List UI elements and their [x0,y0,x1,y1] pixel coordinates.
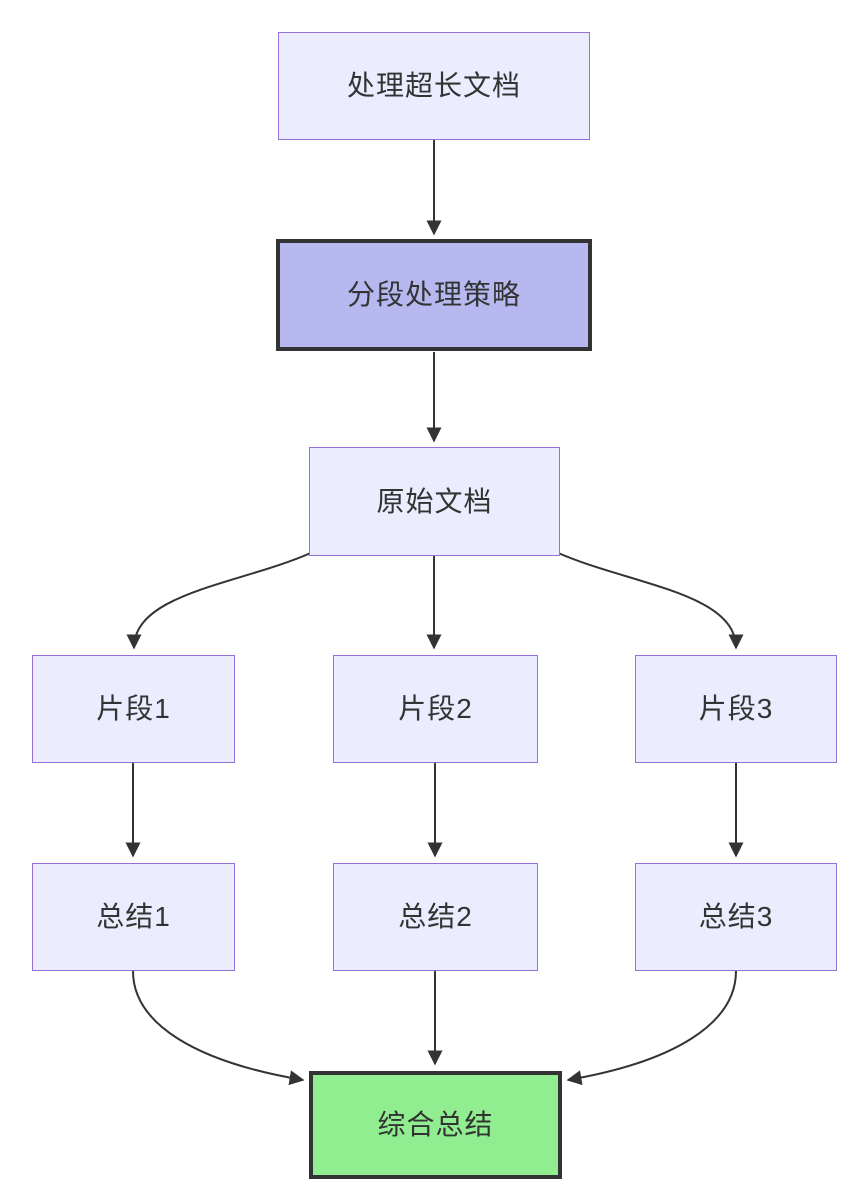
node-label: 处理超长文档 [346,70,521,102]
node-original-document: 原始文档 [309,447,560,556]
node-label: 分段处理策略 [346,279,521,311]
node-fragment-3: 片段3 [635,655,837,763]
node-label: 原始文档 [376,485,493,517]
node-combined-summary: 综合总结 [309,1071,562,1179]
node-fragment-2: 片段2 [333,655,538,763]
node-summary-3: 总结3 [635,863,837,971]
node-label: 综合总结 [377,1109,494,1141]
edge-I-J [566,970,737,1086]
edge-C-D [126,551,314,650]
node-label: 总结2 [398,901,473,933]
node-process-long-document: 处理超长文档 [278,32,590,140]
node-label: 片段3 [698,693,774,725]
node-fragment-1: 片段1 [32,655,235,763]
edge-G-J [132,970,305,1086]
node-label: 片段2 [398,693,473,725]
node-summary-1: 总结1 [32,863,235,971]
node-label: 片段1 [96,693,171,725]
node-label: 总结1 [96,901,171,933]
edge-C-F [555,551,744,650]
node-segmentation-strategy: 分段处理策略 [276,239,592,351]
node-summary-2: 总结2 [333,863,538,971]
node-label: 总结3 [698,901,774,933]
